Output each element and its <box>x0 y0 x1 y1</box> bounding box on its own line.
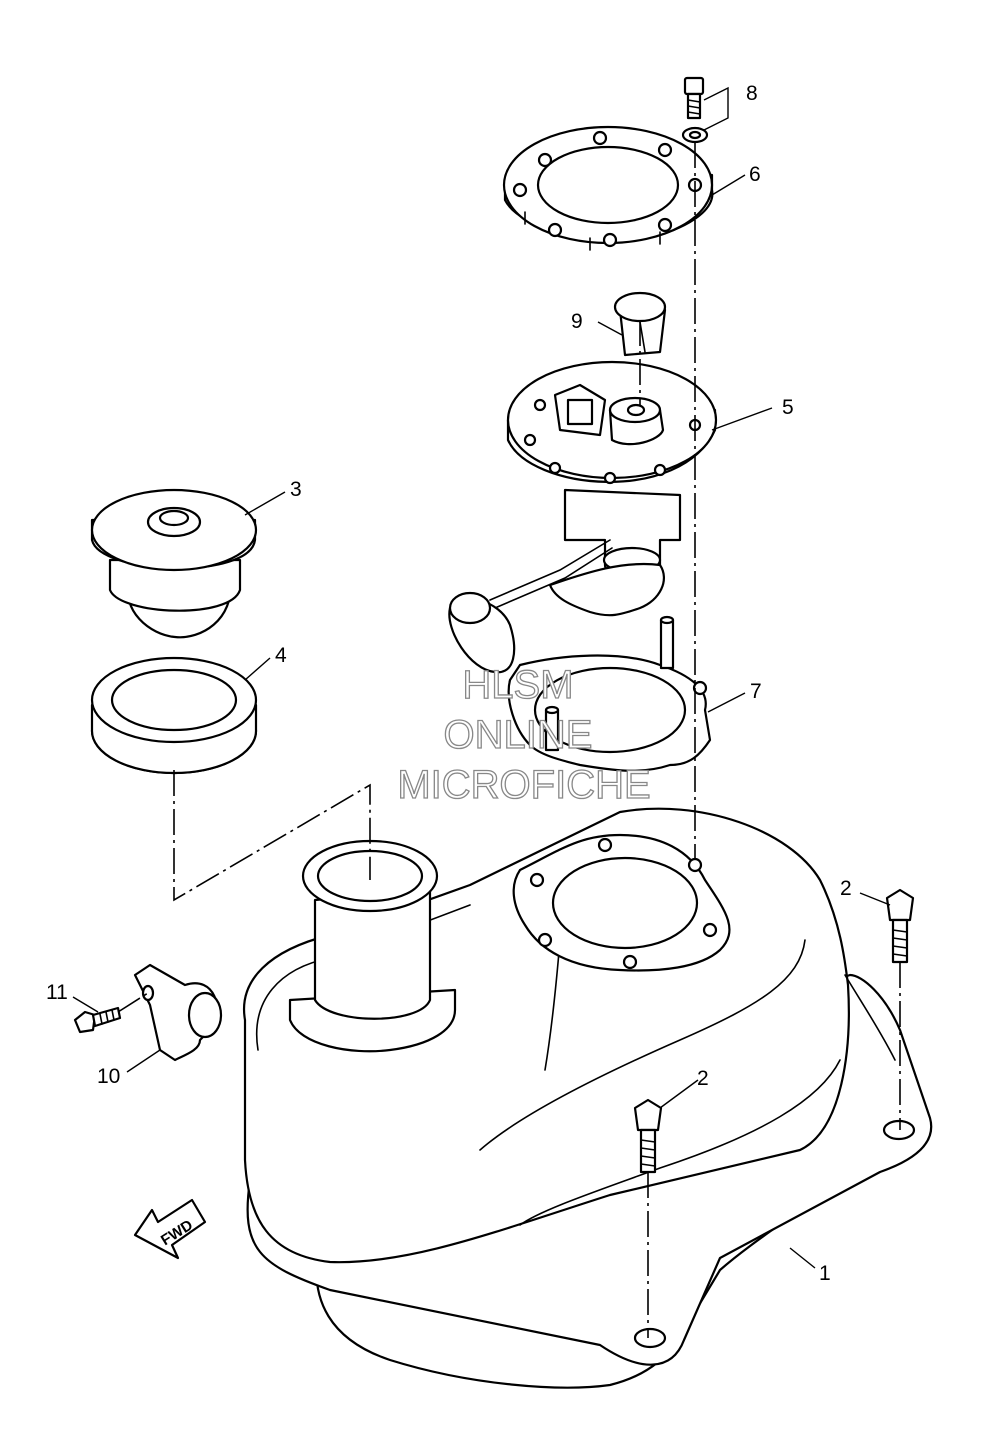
label-part-1: 1 <box>819 1262 831 1285</box>
fwd-arrow-icon: FWD <box>133 1198 207 1260</box>
label-part-10: 10 <box>97 1065 120 1088</box>
fuel-cap-part-3 <box>90 488 258 639</box>
label-part-3: 3 <box>290 478 302 501</box>
bolt-washer-part-8 <box>681 76 709 144</box>
label-part-9: 9 <box>571 310 583 333</box>
label-part-6: 6 <box>749 163 761 186</box>
hose-clamp-part-10 <box>133 963 223 1062</box>
label-part-5: 5 <box>782 396 794 419</box>
label-part-8: 8 <box>746 82 758 105</box>
label-part-4: 4 <box>275 644 287 667</box>
leader-lines <box>72 86 891 1269</box>
fuel-pump-part-5 <box>448 360 718 674</box>
label-part-7: 7 <box>750 680 762 703</box>
part-number-labels: 8 6 9 5 3 4 7 2 2 1 11 10 <box>46 82 852 1285</box>
bolt-part-2-lower <box>633 1098 663 1174</box>
screw-part-11 <box>73 1006 122 1034</box>
pump-gasket-part-7 <box>507 615 712 772</box>
watermark-line-1: HLSM <box>462 663 573 707</box>
retaining-ring-part-6 <box>502 125 714 251</box>
assembly-lines <box>117 142 901 1338</box>
watermark-line-2: ONLINE <box>444 713 593 757</box>
bolt-part-2-upper <box>885 888 915 964</box>
fuel-tank-part-1 <box>242 807 933 1389</box>
watermark: HLSM ONLINE MICROFICHE <box>397 662 652 807</box>
filler-gasket-part-4 <box>90 656 258 775</box>
label-part-2-lower: 2 <box>697 1067 709 1090</box>
watermark-line-3: MICROFICHE <box>397 763 650 807</box>
label-part-2-upper: 2 <box>840 877 852 900</box>
cover-cap-part-9 <box>613 291 667 357</box>
label-part-11: 11 <box>46 981 68 1004</box>
